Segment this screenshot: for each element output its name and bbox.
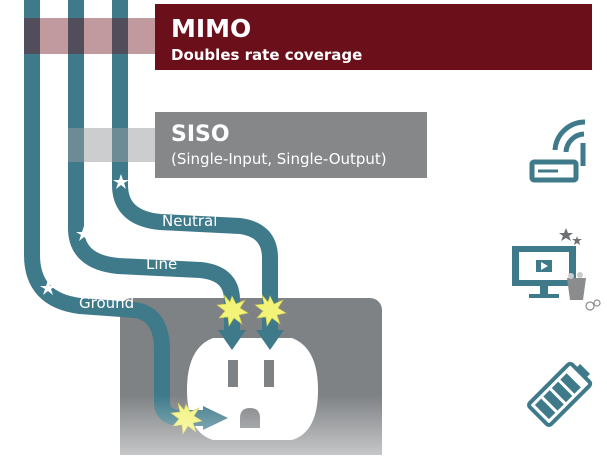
- mimo-banner: MIMO Doubles rate coverage: [155, 4, 592, 70]
- wire-star-2: [76, 226, 92, 241]
- wire-star-3: [40, 280, 56, 295]
- spark-line: [216, 294, 249, 327]
- wire-star-1: [113, 174, 129, 189]
- label-neutral: Neutral: [162, 212, 217, 230]
- outlet-slot-neutral: [264, 360, 274, 387]
- router-icon: [529, 119, 586, 183]
- wire-line: [68, 0, 240, 332]
- streaming-tv-icon: [512, 228, 601, 311]
- mimo-wire-band: [24, 18, 155, 54]
- spark-neutral: [254, 294, 287, 327]
- battery-icon: [527, 361, 593, 427]
- outlet-slot-line: [228, 360, 238, 387]
- siso-banner: SISO (Single-Input, Single-Output): [155, 112, 427, 178]
- mimo-subtitle: Doubles rate coverage: [171, 46, 363, 64]
- bottom-fade: [0, 395, 607, 455]
- label-ground: Ground: [79, 294, 134, 312]
- siso-wire-band: [68, 128, 155, 162]
- label-line: Line: [146, 255, 177, 273]
- arrow-line: [218, 330, 246, 350]
- arrow-neutral: [256, 330, 284, 350]
- siso-subtitle: (Single-Input, Single-Output): [171, 150, 387, 168]
- wire-neutral: [112, 0, 278, 332]
- siso-title: SISO: [171, 122, 230, 147]
- mimo-title: MIMO: [171, 14, 252, 43]
